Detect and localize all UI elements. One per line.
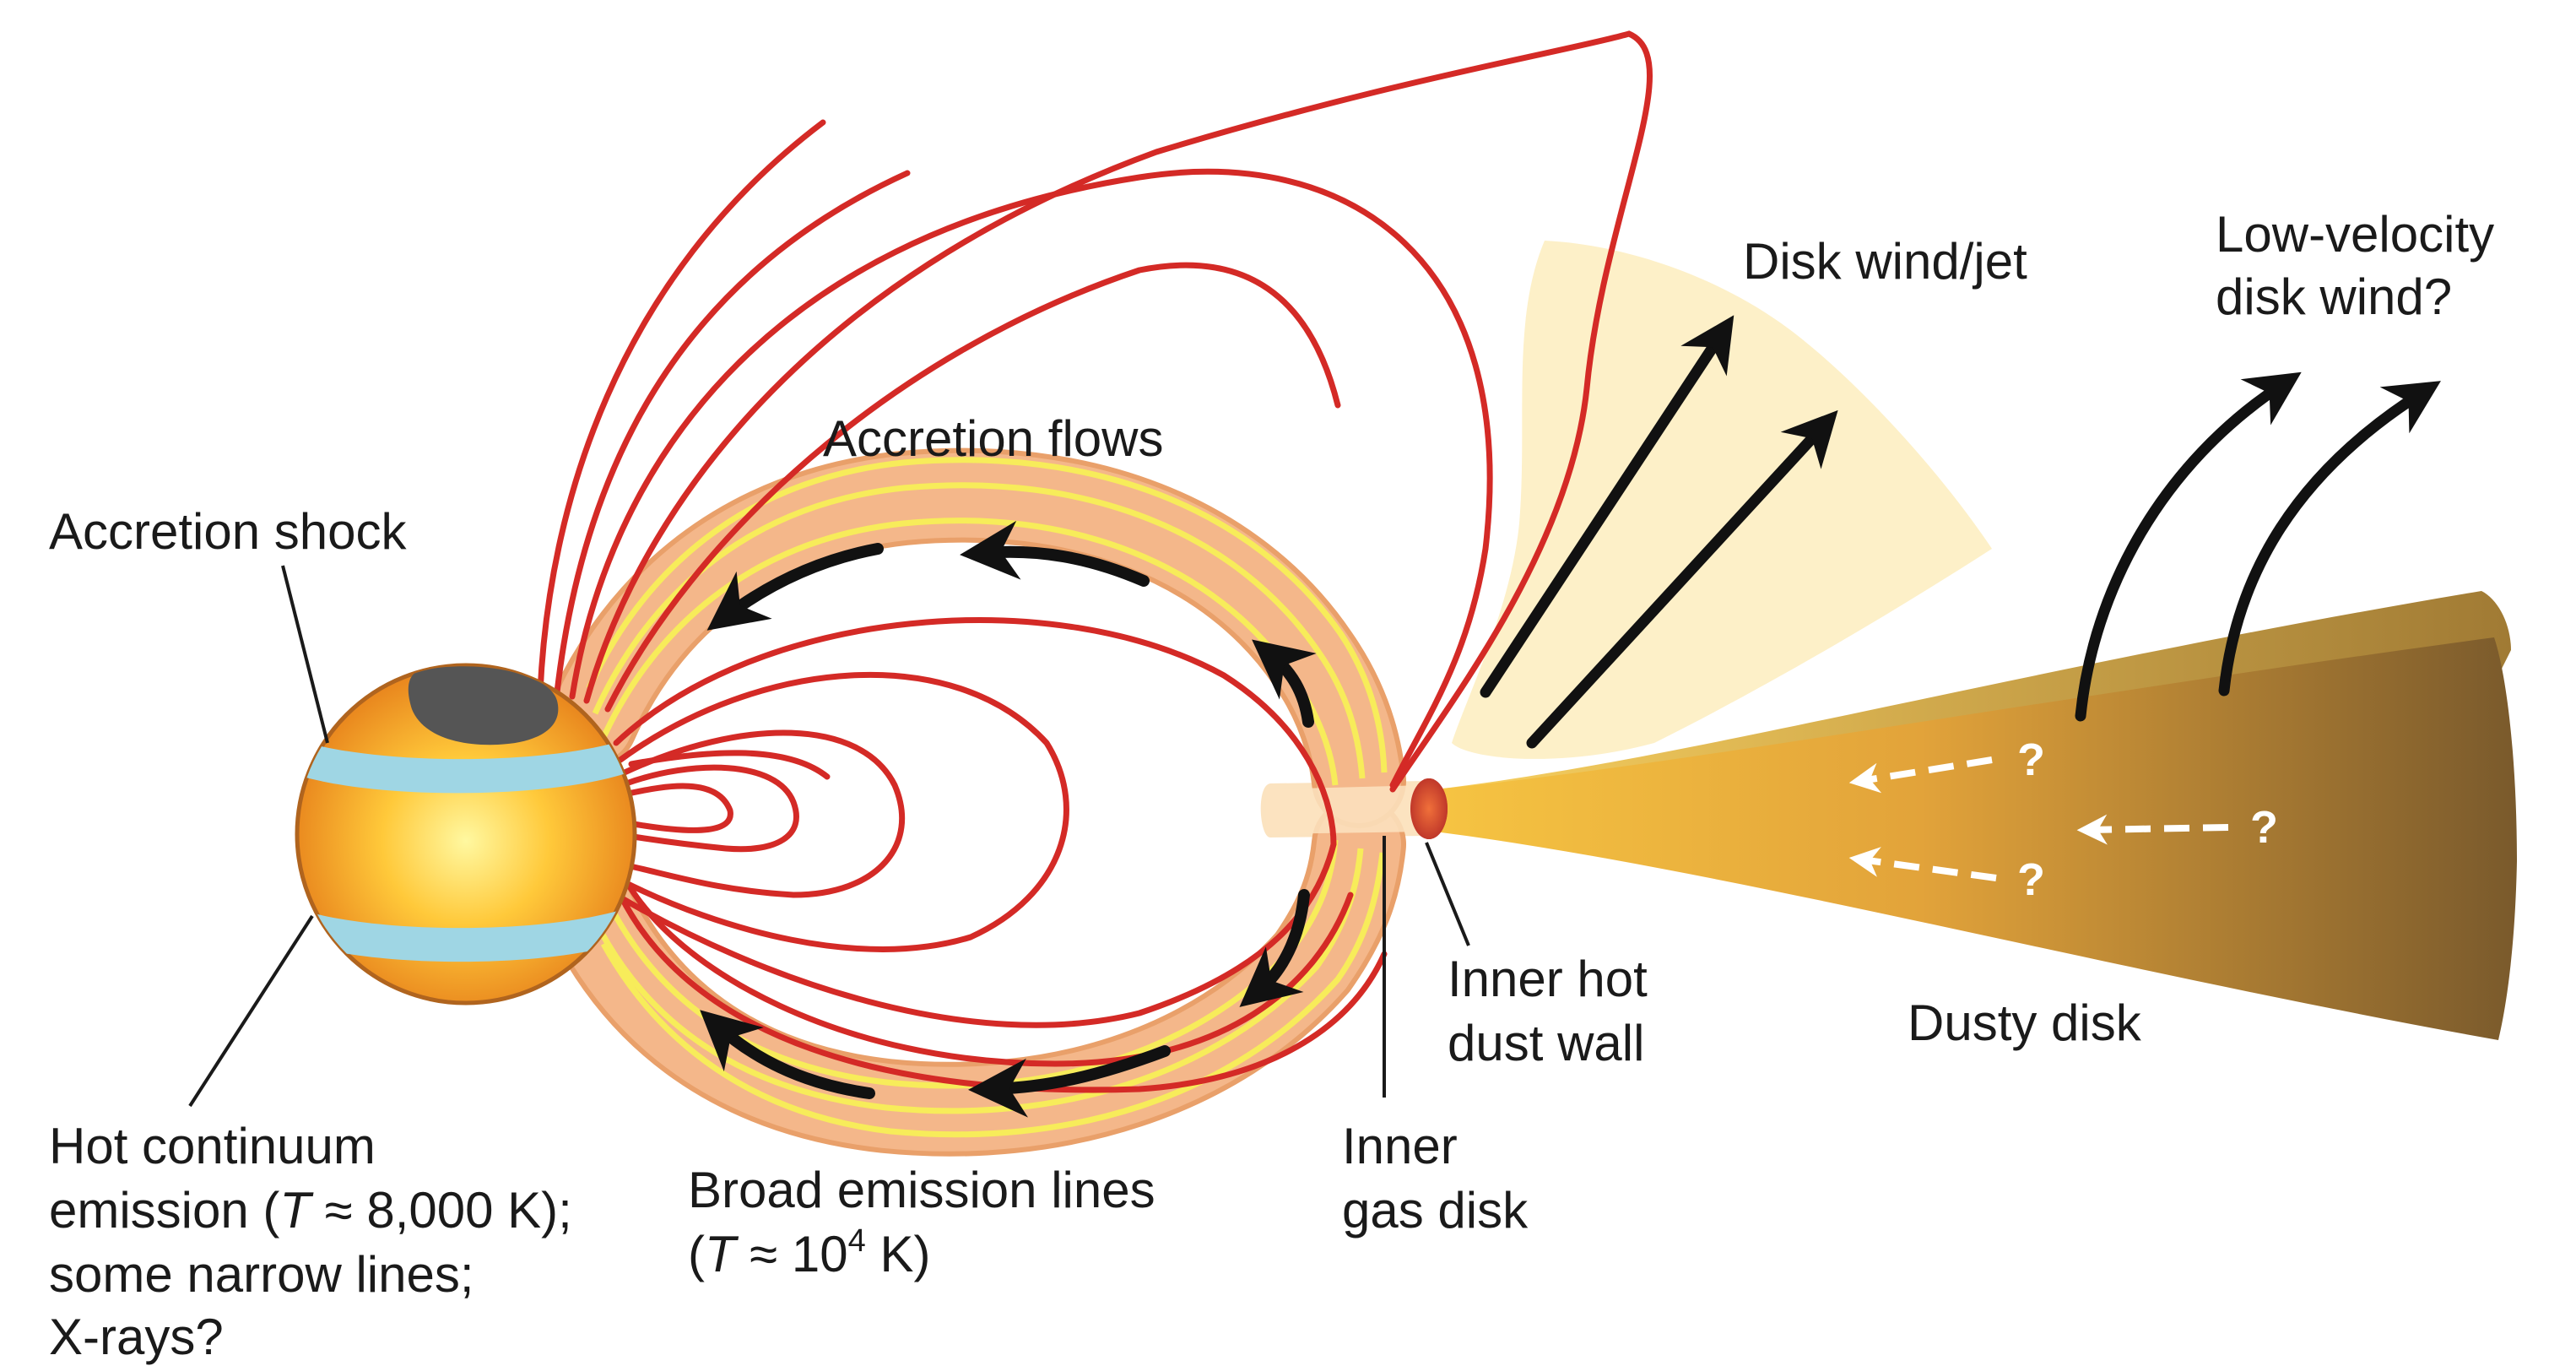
dust-inflow-arrows bbox=[1848, 756, 2229, 881]
inner-hot-dust-wall-front bbox=[1410, 778, 1448, 839]
magnetic-field-lines bbox=[537, 30, 1653, 1093]
label-low-velocity-1: Low-velocity bbox=[2216, 206, 2494, 263]
label-broad-lines-2: (T ≈ 104 K) bbox=[688, 1223, 930, 1282]
question-mark-2: ? bbox=[2250, 802, 2278, 853]
label-hot-continuum-4: X-rays? bbox=[49, 1309, 224, 1365]
label-hot-continuum-2: emission (T ≈ 8,000 K); bbox=[49, 1182, 572, 1239]
label-inner-gas-1: Inner bbox=[1342, 1118, 1458, 1174]
label-hot-continuum-3: some narrow lines; bbox=[49, 1246, 474, 1303]
label-hot-continuum-1: Hot continuum bbox=[49, 1118, 376, 1174]
dusty-disk bbox=[1435, 637, 2517, 1040]
accretion-shock-band-upper bbox=[297, 730, 635, 794]
pointer-lines bbox=[188, 565, 1470, 1108]
question-mark-3: ? bbox=[2017, 854, 2045, 905]
label-inner-gas-2: gas disk bbox=[1342, 1182, 1529, 1239]
star bbox=[295, 663, 637, 1006]
label-dusty-disk: Dusty disk bbox=[1908, 995, 2142, 1051]
label-accretion-shock: Accretion shock bbox=[49, 503, 408, 560]
accretion-shock-band-lower bbox=[297, 899, 635, 962]
jet-arrows bbox=[1480, 315, 2441, 749]
label-broad-lines-1: Broad emission lines bbox=[688, 1162, 1155, 1218]
label-inner-hot-2: dust wall bbox=[1448, 1015, 1644, 1071]
label-low-velocity-2: disk wind? bbox=[2216, 268, 2452, 325]
starspot bbox=[408, 666, 559, 745]
question-mark-1: ? bbox=[2017, 734, 2045, 785]
disk-wind-cone bbox=[1452, 241, 1992, 759]
flow-arrows bbox=[700, 520, 1317, 1118]
label-inner-hot-1: Inner hot bbox=[1448, 951, 1648, 1007]
inner-gas-disk-front bbox=[1266, 785, 1426, 834]
label-disk-wind-jet: Disk wind/jet bbox=[1743, 233, 2027, 290]
label-accretion-flows: Accretion flows bbox=[823, 410, 1163, 467]
